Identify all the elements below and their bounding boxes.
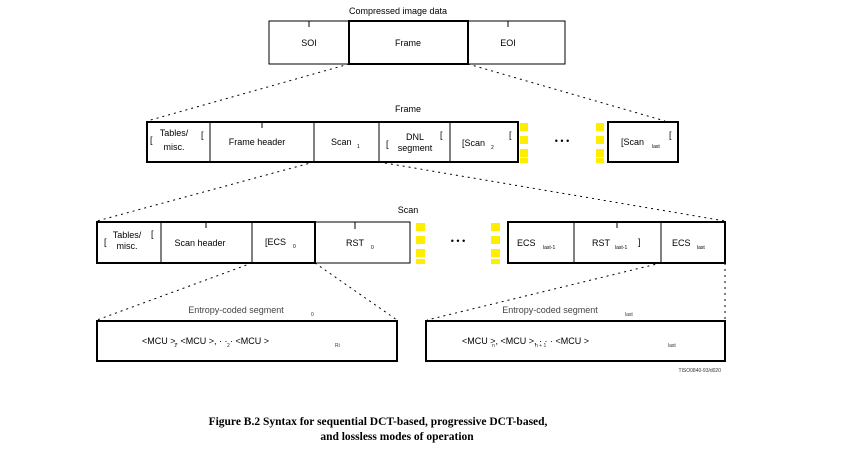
expansion-line — [96, 161, 315, 222]
frame-row-border — [146, 121, 519, 163]
ecs0-title: Entropy-coded segment — [188, 305, 284, 315]
compressed-image-box — [268, 20, 566, 65]
scan-row-title: Scan — [398, 205, 419, 215]
rst-last1-label: RST — [592, 238, 611, 248]
scan-last-box — [607, 121, 679, 163]
ecs-last-label: ECS — [672, 238, 691, 248]
expansion-line — [426, 262, 662, 321]
scan2-subscript: 2 — [491, 145, 494, 151]
ecs0-mcu-sub-ri: Ri — [335, 343, 340, 349]
ecs0-mcu-sub-2: 2 — [227, 343, 230, 349]
ecs0-content: <MCU >, <MCU >, · · · <MCU > — [142, 336, 269, 346]
bracket-open: [ — [386, 139, 389, 149]
scan2-label: [Scan — [462, 138, 485, 148]
bracket-close: [ — [509, 130, 512, 140]
bracket-close: ] — [638, 237, 641, 247]
bracket-open: [ — [150, 135, 153, 145]
ecs-last-box — [425, 320, 726, 362]
bracket-close: [ — [151, 229, 154, 239]
scan-ellipsis: • • • — [451, 236, 465, 246]
rst0-label: RST — [346, 238, 365, 248]
scan-last-subscript: last — [652, 144, 660, 150]
bracket-close: [ — [201, 130, 204, 140]
bracket-open: [ — [104, 237, 107, 247]
compressed-image-title: Compressed image data — [349, 6, 447, 16]
figure-caption-line1: Figure B.2 Syntax for sequential DCT-bas… — [209, 416, 548, 428]
scan-break-marker-right — [491, 223, 500, 264]
frame-break-marker-left — [520, 123, 528, 163]
scan-last-label: [Scan — [621, 137, 644, 147]
expansion-line — [467, 63, 666, 122]
ecs0-title-subscript: 0 — [311, 312, 314, 318]
scan-break-marker-left — [416, 223, 425, 264]
frame-tables-label: Tables/ — [160, 128, 189, 138]
ecs-last-content: <MCU >, <MCU >, · · · <MCU > — [462, 336, 589, 346]
ecs-last-subscript: last — [697, 245, 705, 251]
ecs-last-title-subscript: last — [625, 312, 633, 318]
scan1-label: Scan — [331, 137, 352, 147]
bracket-close: [ — [669, 130, 672, 140]
ecs-last-mcu-sub-last: last — [668, 343, 676, 349]
scan-tables-label: Tables/ — [113, 230, 142, 240]
frame-cell-highlight — [348, 20, 469, 65]
ecs-last-mcu-sub-n: n — [492, 343, 495, 349]
frame-misc-label: misc. — [164, 142, 185, 152]
ecs-last1-subscript: last-1 — [543, 245, 555, 251]
ecs0-subscript: 0 — [293, 244, 296, 250]
frame-header-label: Frame header — [229, 137, 286, 147]
scan1-subscript: 1 — [357, 144, 360, 150]
ecs0-label: [ECS — [265, 237, 286, 247]
rst-last1-subscript: last-1 — [615, 245, 627, 251]
dnl-label: DNL — [406, 132, 424, 142]
ecs-last1-label: ECS — [517, 238, 536, 248]
expansion-line — [378, 161, 726, 222]
ecs0-mcu-sub-1: 1 — [174, 343, 177, 349]
scan-last-group-box — [507, 221, 726, 264]
expansion-line — [146, 63, 350, 122]
soi-label: SOI — [301, 38, 317, 48]
ecs-last-mcu-sub-n1: n + 1 — [535, 343, 546, 349]
rst0-subscript: 0 — [371, 245, 374, 251]
dnl-segment-label: segment — [398, 143, 433, 153]
eoi-label: EOI — [500, 38, 516, 48]
bracket-close: [ — [440, 130, 443, 140]
frame-ellipsis: • • • — [555, 136, 569, 146]
expansion-line — [314, 262, 398, 321]
scan-misc-label: misc. — [117, 241, 138, 251]
frame-label: Frame — [395, 38, 421, 48]
figure-reference-code: TISO0840-93/d020 — [678, 368, 721, 374]
figure-caption-line2: and lossless modes of operation — [320, 431, 474, 443]
ecs-last-title: Entropy-coded segment — [502, 305, 598, 315]
frame-break-marker-right — [596, 123, 604, 163]
ecs0-box — [96, 320, 398, 362]
scan-row-box — [96, 221, 411, 264]
scan-header-label: Scan header — [174, 238, 225, 248]
frame-row-title: Frame — [395, 104, 421, 114]
